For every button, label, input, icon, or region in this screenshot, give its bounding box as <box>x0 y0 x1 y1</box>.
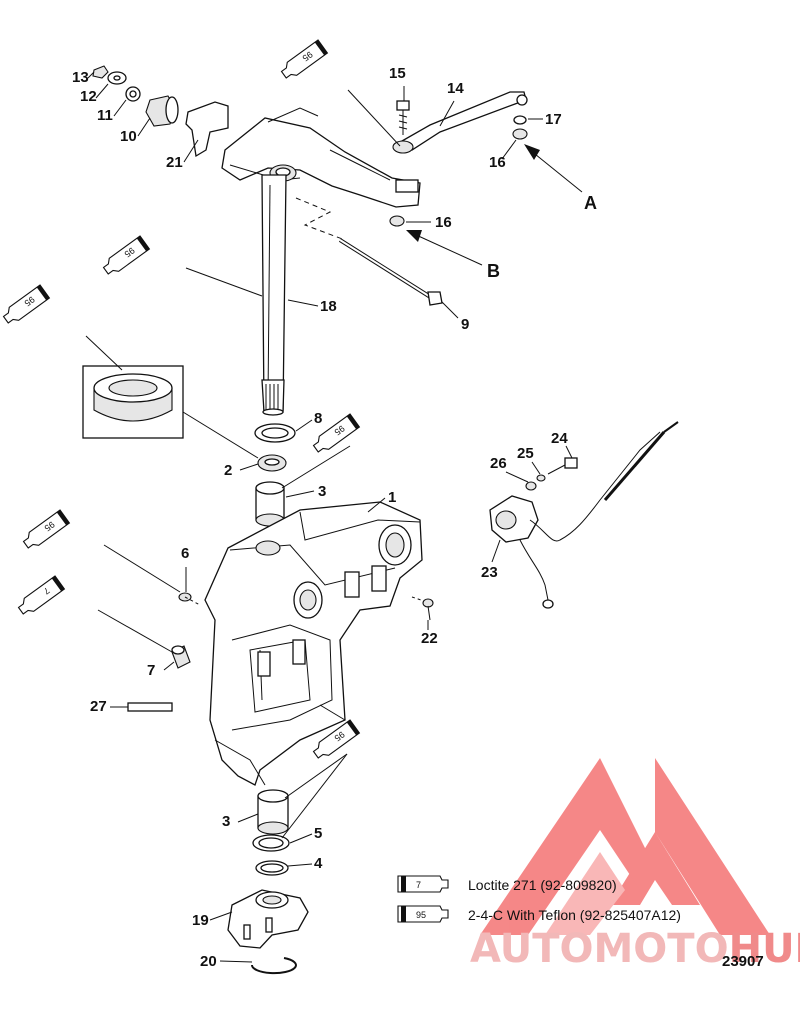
callout-c25: 25 <box>517 445 534 462</box>
swivel-bracket-1 <box>204 501 423 786</box>
legend: 7 Loctite 271 (92-809820) 95 2-4-C With … <box>397 875 681 923</box>
ring-4 <box>255 860 289 876</box>
callout-c23: 23 <box>481 564 498 581</box>
legend-loctite-text: Loctite 271 (92-809820) <box>468 877 617 893</box>
tube-t4: 95 <box>312 413 361 453</box>
tube-t6: 7 <box>17 575 66 615</box>
pin-27 <box>127 702 173 712</box>
nut-16-lower <box>389 215 405 227</box>
callout-c20: 20 <box>200 953 217 970</box>
retaining-ring-20 <box>250 957 297 975</box>
tube-t5: 95 <box>22 509 71 549</box>
legend-tube-loctite: 7 <box>397 875 449 893</box>
yoke-19 <box>227 889 309 949</box>
callout-c9: 9 <box>461 316 469 333</box>
tube-t7: 95 <box>312 719 361 759</box>
tube-t1: 95 <box>280 39 329 79</box>
watermark-text: AUTOMOTOHUB <box>470 926 800 972</box>
watermark-text-part2: HUB <box>729 926 800 972</box>
callout-c2: 2 <box>224 462 232 479</box>
nut-17-and-16 <box>512 115 528 140</box>
washer-8 <box>254 423 296 443</box>
tube-label: 95 <box>333 729 347 743</box>
watermark-text-part1: AUTOMOTO <box>470 926 729 972</box>
tube-label: 95 <box>333 423 347 437</box>
washer-26 <box>525 481 537 491</box>
screw-22 <box>411 596 434 621</box>
callout-c18: 18 <box>320 298 337 315</box>
assembly-dashed-line <box>295 197 346 241</box>
callout-c13: 13 <box>72 69 89 86</box>
legend-tube-grease: 95 <box>397 905 449 923</box>
screw-24 <box>547 457 578 475</box>
tube-label: 95 <box>43 519 57 533</box>
watermark-logo <box>480 758 770 935</box>
screw-6 <box>178 592 201 606</box>
tube-t3: 95 <box>2 284 51 324</box>
callout-c11: 11 <box>97 107 113 124</box>
swivel-head-assembly <box>221 107 421 208</box>
seal-2 <box>257 454 287 472</box>
bushing-3-lower <box>257 789 289 835</box>
tube-t2: 95 <box>102 235 151 275</box>
callout-c21: 21 <box>166 154 183 171</box>
figure-number: 23907 <box>722 953 764 970</box>
bushing-3-upper <box>255 481 285 527</box>
legend-tube-label: 7 <box>416 880 421 890</box>
callout-c19: 19 <box>192 912 209 929</box>
bolt-15 <box>396 100 410 135</box>
view-letter-A: A <box>584 193 597 213</box>
trim-sender-23 <box>489 421 679 609</box>
callout-c22: 22 <box>421 630 438 647</box>
callout-c10: 10 <box>120 128 137 145</box>
callout-c7a: 7 <box>147 662 155 679</box>
callout-c8: 8 <box>314 410 322 427</box>
tube-label: 95 <box>301 49 315 63</box>
washer-5 <box>252 834 290 852</box>
swivel-tube-shaft-18 <box>261 174 287 416</box>
callout-c3a: 3 <box>318 483 326 500</box>
legend-tube-label: 95 <box>416 910 426 920</box>
callout-c27: 27 <box>90 698 107 715</box>
plate-21 <box>185 101 229 158</box>
washer-25 <box>536 474 546 482</box>
view-letters: AB <box>487 193 597 281</box>
steering-link-arm <box>392 91 528 154</box>
callout-c26: 26 <box>490 455 507 472</box>
bushing-detail-inset <box>82 365 184 439</box>
callout-c14: 14 <box>447 80 464 97</box>
callout-c1: 1 <box>388 489 396 506</box>
tube-label: 95 <box>123 245 137 259</box>
callout-c5: 5 <box>314 825 322 842</box>
callout-c24: 24 <box>551 430 568 447</box>
callout-c4: 4 <box>314 855 323 872</box>
legend-grease-text: 2-4-C With Teflon (92-825407A12) <box>468 907 681 923</box>
sealant-tubes: 95 95 95 95 95 7 95 <box>2 39 361 759</box>
callout-c15: 15 <box>389 65 406 82</box>
tube-label: 7 <box>42 585 52 596</box>
callout-c6: 6 <box>181 545 189 562</box>
washer-nut-group <box>92 65 229 158</box>
callout-c16a: 16 <box>489 154 506 171</box>
long-bolt-9 <box>338 238 443 306</box>
callout-c12: 12 <box>80 88 97 105</box>
callout-c16b: 16 <box>435 214 452 231</box>
tube-label: 95 <box>23 294 37 308</box>
bushing-7 <box>171 645 191 669</box>
view-letter-B: B <box>487 261 500 281</box>
leader-lines <box>85 71 583 963</box>
callout-c3b: 3 <box>222 813 230 830</box>
callout-c17: 17 <box>545 111 562 128</box>
nut-13 <box>92 65 109 79</box>
